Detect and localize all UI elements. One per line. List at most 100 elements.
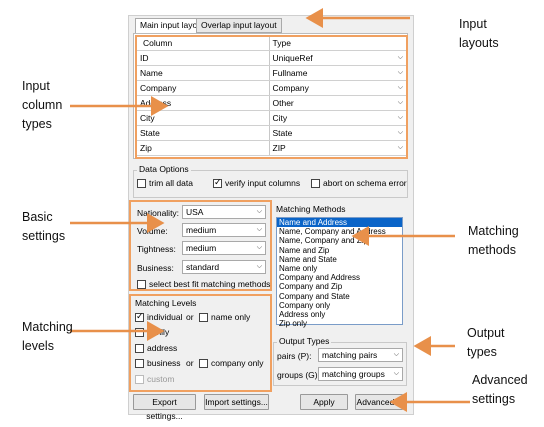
type-dropdown[interactable]: Fullname ⌵ bbox=[273, 68, 404, 78]
business-value: standard bbox=[186, 262, 220, 272]
type-dropdown[interactable]: UniqueRef ⌵ bbox=[273, 53, 404, 63]
name-only-label: name only bbox=[211, 312, 251, 322]
type-value: Fullname bbox=[272, 67, 308, 78]
method-list-item[interactable]: Name and Address bbox=[277, 218, 402, 228]
best-fit-checkbox[interactable] bbox=[137, 280, 146, 290]
data-options-group bbox=[133, 170, 408, 198]
method-list-item[interactable]: Company and Address bbox=[279, 273, 360, 283]
tightness-select[interactable]: medium⌵ bbox=[182, 241, 266, 255]
chevron-down-icon: ⌵ bbox=[397, 98, 403, 106]
column-name[interactable]: Company bbox=[137, 80, 270, 96]
groups-label: groups (G): bbox=[277, 370, 320, 380]
custom-checkbox[interactable] bbox=[135, 375, 144, 385]
address-checkbox[interactable] bbox=[135, 344, 144, 354]
verify-checkbox[interactable] bbox=[213, 177, 222, 189]
volume-value: medium bbox=[186, 225, 217, 235]
type-dropdown[interactable]: ZIP⌵ bbox=[273, 143, 404, 153]
level-business[interactable]: business bbox=[135, 358, 181, 369]
matching-levels-highlight bbox=[129, 294, 272, 392]
column-name[interactable]: Name bbox=[137, 65, 270, 81]
abort-checkbox[interactable] bbox=[311, 179, 320, 189]
verify-label: verify input columns bbox=[225, 178, 301, 188]
level-address[interactable]: address bbox=[135, 343, 177, 354]
method-list-item[interactable]: Zip only bbox=[279, 319, 308, 329]
chevron-down-icon: ⌵ bbox=[256, 226, 262, 233]
groups-select[interactable]: matching groups⌵ bbox=[318, 367, 403, 381]
header-column: Column bbox=[137, 37, 270, 51]
column-name[interactable]: City bbox=[137, 110, 270, 126]
method-list-item[interactable]: Name only bbox=[279, 264, 318, 274]
chevron-down-icon: ⌵ bbox=[393, 351, 399, 358]
nationality-select[interactable]: USA⌵ bbox=[182, 205, 266, 219]
name-only-checkbox[interactable] bbox=[199, 313, 208, 323]
pairs-select[interactable]: matching pairs⌵ bbox=[318, 348, 403, 362]
column-name[interactable]: Zip bbox=[137, 140, 270, 156]
method-list-item[interactable]: Name and Zip bbox=[279, 245, 330, 255]
trim-checkbox[interactable] bbox=[137, 179, 146, 189]
best-fit-option[interactable]: select best fit matching methods bbox=[137, 279, 271, 290]
method-list-item[interactable]: Company and State bbox=[279, 291, 350, 301]
method-list-item[interactable]: Address only bbox=[279, 310, 326, 320]
type-dropdown[interactable]: Other ⌵ bbox=[273, 98, 404, 108]
apply-button[interactable]: Apply bbox=[300, 394, 348, 410]
type-value: UniqueRef bbox=[272, 52, 313, 63]
trim-label: trim all data bbox=[149, 178, 193, 188]
chevron-down-icon: ⌵ bbox=[397, 53, 403, 61]
chevron-down-icon: ⌵ bbox=[397, 113, 403, 121]
volume-select[interactable]: medium ⌵ bbox=[182, 223, 266, 237]
level-individual[interactable]: individual bbox=[135, 311, 182, 323]
chevron-down-icon: ⌵ bbox=[397, 68, 403, 76]
tab-overlap-input-layout[interactable]: Overlap input layout bbox=[196, 18, 282, 33]
type-value: State bbox=[272, 127, 293, 138]
type-value: Company bbox=[272, 82, 309, 93]
business-select[interactable]: standard⌵ bbox=[182, 260, 266, 274]
chevron-down-icon: ⌵ bbox=[397, 128, 403, 136]
individual-checkbox[interactable] bbox=[135, 311, 144, 323]
type-dropdown[interactable]: Company⌵ bbox=[273, 83, 404, 93]
or-label: or bbox=[186, 358, 194, 368]
method-list-item[interactable]: Company and Zip bbox=[279, 282, 343, 292]
family-checkbox[interactable] bbox=[135, 328, 144, 338]
level-company-only[interactable]: company only bbox=[199, 358, 263, 369]
business-level-label: business bbox=[147, 358, 181, 368]
type-value: Other bbox=[272, 97, 294, 108]
column-name[interactable]: ID bbox=[137, 50, 270, 66]
level-custom[interactable]: custom bbox=[135, 374, 174, 385]
company-only-checkbox[interactable] bbox=[199, 359, 208, 369]
type-dropdown[interactable]: City⌵ bbox=[273, 113, 404, 123]
column-name[interactable]: State bbox=[137, 125, 270, 141]
output-types-title: Output Types bbox=[277, 336, 332, 346]
trim-all-data-option[interactable]: trim all data bbox=[137, 178, 193, 189]
export-settings-button[interactable]: Export settings... bbox=[133, 394, 196, 421]
method-list-item[interactable]: Company only bbox=[279, 300, 331, 310]
chevron-down-icon: ⌵ bbox=[256, 208, 262, 215]
or-label: or bbox=[186, 312, 194, 322]
business-checkbox[interactable] bbox=[135, 359, 144, 369]
best-fit-label: select best fit matching methods bbox=[149, 279, 271, 289]
method-list-item[interactable]: Name and State bbox=[279, 254, 337, 264]
level-name-only[interactable]: name only bbox=[199, 312, 251, 323]
abort-schema-option[interactable]: abort on schema error bbox=[311, 178, 407, 189]
chevron-down-icon: ⌵ bbox=[397, 143, 403, 151]
type-dropdown[interactable]: State ⌵ bbox=[273, 128, 404, 138]
method-list-item[interactable]: Name, Company and Zip bbox=[279, 236, 368, 246]
import-settings-button[interactable]: Import settings... bbox=[204, 394, 269, 410]
verify-input-option[interactable]: verify input columns bbox=[213, 177, 301, 189]
chevron-down-icon: ⌵ bbox=[393, 370, 399, 377]
method-list-item[interactable]: Name, Company and Address bbox=[279, 227, 386, 237]
